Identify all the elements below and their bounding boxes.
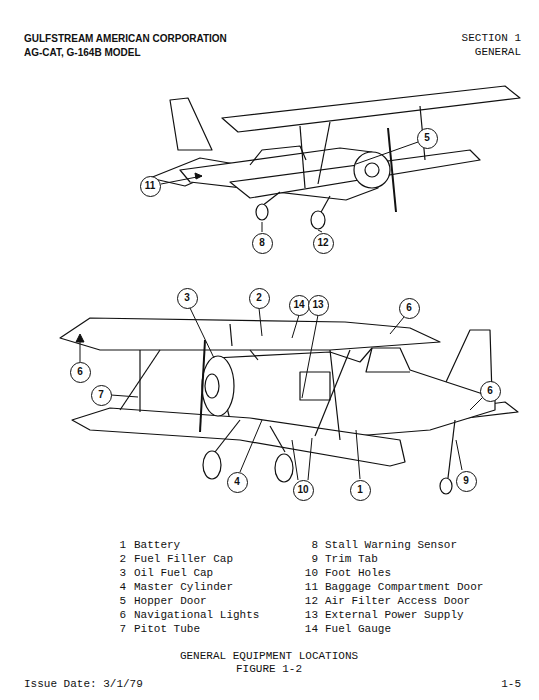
legend-entry: Master Cylinder xyxy=(134,581,233,593)
callout-circle: 4 xyxy=(227,472,248,493)
callout-number: 6 xyxy=(77,367,83,377)
callout-number: 3 xyxy=(184,293,190,303)
footer-text: 1-5 xyxy=(501,678,521,690)
callout-number: 12 xyxy=(317,238,328,248)
leader-lines xyxy=(161,142,418,232)
callout-circle: 5 xyxy=(417,128,438,149)
legend-entry: 7 xyxy=(119,623,126,635)
main-view-aircraft xyxy=(60,318,518,494)
callout-number: 10 xyxy=(297,485,308,495)
legend-entry: 5 xyxy=(119,595,126,607)
callout-number: 4 xyxy=(234,477,240,487)
callout-number: 13 xyxy=(312,300,323,310)
callout-number: 9 xyxy=(463,476,469,486)
legend-entry: 4 xyxy=(119,581,126,593)
legend-entry: 3 xyxy=(119,567,126,579)
legend-entry: External Power Supply xyxy=(325,609,464,621)
legend-entry: Oil Fuel Cap xyxy=(134,567,213,579)
callout-circle: 8 xyxy=(252,233,273,254)
legend-entry: Navigational Lights xyxy=(134,609,259,621)
callout-circle: 6 xyxy=(399,298,420,319)
legend-entry: 14 xyxy=(305,623,318,635)
legend-entry: 6 xyxy=(119,609,126,621)
callout-circle: 10 xyxy=(293,480,314,501)
footer-text: Issue Date: 3/1/79 xyxy=(24,678,143,690)
figure-caption: GENERAL EQUIPMENT LOCATIONS FIGURE 1-2 xyxy=(169,650,369,676)
callout-circle: 13 xyxy=(308,295,329,316)
callout-number: 5 xyxy=(424,133,430,143)
header-text: GENERAL xyxy=(475,46,521,58)
callout-number: 11 xyxy=(145,181,156,191)
header-text: SECTION 1 xyxy=(462,32,521,44)
leader-lines xyxy=(76,308,482,480)
legend-entry: 13 xyxy=(305,609,318,621)
legend-entry: Battery xyxy=(134,539,180,551)
callout-number: 7 xyxy=(98,390,104,400)
callout-number: 2 xyxy=(256,293,262,303)
legend-entry: Hopper Door xyxy=(134,595,207,607)
legend-entry: Fuel Gauge xyxy=(325,623,391,635)
callout-circle: 12 xyxy=(313,233,334,254)
legend-entry: 12 xyxy=(305,595,318,607)
callout-circle: 14 xyxy=(289,295,310,316)
legend-entry: 11 xyxy=(305,581,318,593)
legend-entry: Trim Tab xyxy=(325,553,378,565)
legend-entry: Air Filter Access Door xyxy=(325,595,470,607)
callout-circle: 6 xyxy=(480,381,501,402)
legend-entry: 8 xyxy=(311,539,318,551)
legend-entry: Stall Warning Sensor xyxy=(325,539,457,551)
callout-number: 6 xyxy=(406,303,412,313)
legend-entry: Pitot Tube xyxy=(134,623,200,635)
callout-circle: 7 xyxy=(91,385,112,406)
callout-circle: 1 xyxy=(350,480,371,501)
callout-circle: 6 xyxy=(70,362,91,383)
callout-number: 1 xyxy=(357,485,363,495)
header-text: AG-CAT, G-164B MODEL xyxy=(24,47,141,58)
legend-entry: 1 xyxy=(119,539,126,551)
callout-circle: 9 xyxy=(456,471,477,492)
legend-entry: Baggage Compartment Door xyxy=(325,581,483,593)
legend-entry: 9 xyxy=(311,553,318,565)
legend-entry: 2 xyxy=(119,553,126,565)
callout-circle: 2 xyxy=(249,288,270,309)
legend-entry: Foot Holes xyxy=(325,567,391,579)
callout-number: 14 xyxy=(293,300,304,310)
legend-entry: Fuel Filler Cap xyxy=(134,553,233,565)
callout-circle: 3 xyxy=(177,288,198,309)
callout-circle: 11 xyxy=(140,176,161,197)
legend-entry: 10 xyxy=(305,567,318,579)
callout-number: 6 xyxy=(487,386,493,396)
header-text: GULFSTREAM AMERICAN CORPORATION xyxy=(24,33,227,44)
top-view-aircraft xyxy=(150,86,520,229)
callout-number: 8 xyxy=(259,238,265,248)
